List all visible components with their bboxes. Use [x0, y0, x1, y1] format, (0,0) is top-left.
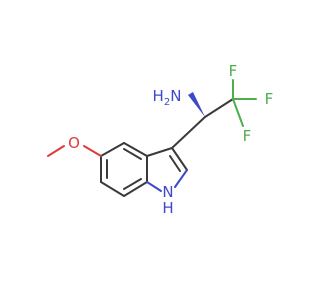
- bond-c3a-c4: [123, 142, 148, 157]
- molecule-structure-diagram: H2N F F F O N H: [47, 62, 274, 217]
- bond-calpha-cf3: [204, 98, 234, 118]
- methoxy-oxygen-label: O: [68, 134, 80, 152]
- indole-nitrogen-label: N: [162, 183, 173, 201]
- amine-nitrogen-label: H2N: [153, 87, 182, 108]
- bond-c5-o: [83, 145, 102, 157]
- wedge-bond-amine: [188, 92, 205, 117]
- fluorine-right-label: F: [265, 90, 274, 108]
- bond-c3a-c4-inner: [123, 148, 142, 160]
- bond-cf3-f-bottom: [232, 98, 244, 127]
- bond-c7-c7a: [123, 181, 148, 197]
- bond-c7-c7a-inner: [123, 178, 142, 190]
- bond-c6-c7: [100, 181, 125, 197]
- bond-c3-calpha: [171, 116, 206, 149]
- bond-c4-c5: [100, 142, 125, 157]
- indole-hydrogen-label: H: [162, 199, 173, 217]
- fluorine-top-label: F: [229, 62, 238, 80]
- bond-o-ch3: [47, 145, 65, 157]
- bond-c3-c2-inner: [169, 155, 181, 172]
- bond-c2-n1: [174, 169, 188, 188]
- molecule-canvas: H2N F F F O N H: [47, 62, 274, 217]
- bond-n1-c7a: [146, 181, 162, 192]
- bond-c3a-c3: [146, 147, 173, 157]
- bond-c3-c2: [171, 147, 188, 171]
- fluorine-bottom-label: F: [243, 127, 252, 145]
